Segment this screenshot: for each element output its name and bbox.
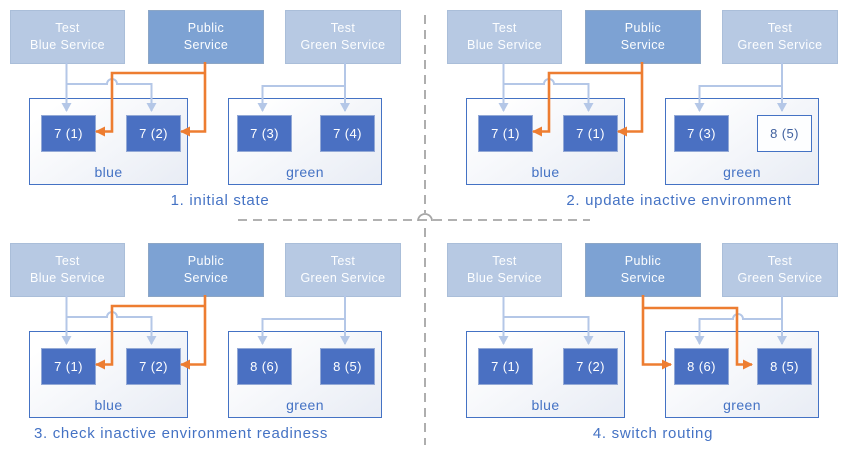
pod: 7 (1) <box>41 115 96 152</box>
environment-label: green <box>723 164 761 180</box>
pod: 7 (1) <box>41 348 96 385</box>
pod-label: 7 (3) <box>250 126 279 141</box>
pod-label: 7 (2) <box>576 359 605 374</box>
environment-label: green <box>286 164 324 180</box>
green-environment-box: 8 (6) 8 (5) green <box>228 331 382 418</box>
pod: 7 (2) <box>563 348 618 385</box>
service-label-line2: Blue Service <box>467 38 542 52</box>
service-label-line1: Test <box>492 21 517 36</box>
stage-panel-4: Test Blue Service Public Service Test Gr… <box>437 233 848 456</box>
pod: 7 (4) <box>320 115 375 152</box>
service-label-line1: Test <box>55 254 80 269</box>
pod-label: 7 (2) <box>139 126 168 141</box>
stage-caption: 4. switch routing <box>592 425 714 442</box>
pod-new-version: 8 (5) <box>757 115 812 152</box>
public-service-box: Public Service <box>148 243 264 297</box>
pod-label: 7 (1) <box>54 126 83 141</box>
pod: 7 (2) <box>126 348 181 385</box>
test-green-service-box: Test Green Service <box>285 243 401 297</box>
service-label-line1: Public <box>624 254 662 269</box>
service-label-line1: Test <box>330 21 356 36</box>
service-label-line1: Test <box>55 21 80 36</box>
pod: 8 (5) <box>757 348 812 385</box>
pod: 7 (3) <box>674 115 729 152</box>
pod: 7 (1) <box>478 115 533 152</box>
blue-environment-box: 7 (1) 7 (2) blue <box>29 331 188 418</box>
service-label-line1: Test <box>492 254 517 269</box>
service-label-line1: Public <box>187 254 225 269</box>
test-blue-service-box: Test Blue Service <box>447 243 562 297</box>
stage-caption: 2. update inactive environment <box>566 192 792 209</box>
public-service-box: Public Service <box>585 10 701 64</box>
green-environment-box: 8 (6) 8 (5) green <box>665 331 819 418</box>
pod: 8 (6) <box>237 348 292 385</box>
service-label-line1: Test <box>767 254 793 269</box>
green-environment-box: 7 (3) 7 (4) green <box>228 98 382 185</box>
blue-environment-box: 7 (1) 7 (2) blue <box>29 98 188 185</box>
service-label-line2: Service <box>620 38 666 52</box>
service-label-line2: Blue Service <box>467 271 542 285</box>
pod: 8 (5) <box>320 348 375 385</box>
pod: 8 (6) <box>674 348 729 385</box>
service-label-line2: Green Service <box>300 271 386 285</box>
service-label-line2: Green Service <box>300 38 386 52</box>
pod-label: 8 (5) <box>333 359 362 374</box>
service-label-line2: Green Service <box>737 38 823 52</box>
blue-environment-box: 7 (1) 7 (1) blue <box>466 98 625 185</box>
test-green-service-box: Test Green Service <box>722 243 838 297</box>
stage-caption: 3. check inactive environment readiness <box>33 425 329 442</box>
test-green-service-box: Test Green Service <box>722 10 838 64</box>
environment-label: blue <box>531 397 560 413</box>
service-label-line1: Public <box>624 21 662 36</box>
stage-panel-1: Test Blue Service Public Service Test Gr… <box>0 0 420 230</box>
pod: 7 (1) <box>563 115 618 152</box>
test-blue-service-box: Test Blue Service <box>10 243 125 297</box>
service-label-line2: Green Service <box>737 271 823 285</box>
public-service-box: Public Service <box>585 243 701 297</box>
test-blue-service-box: Test Blue Service <box>10 10 125 64</box>
pod: 7 (2) <box>126 115 181 152</box>
pod-label: 7 (1) <box>491 359 520 374</box>
pod-label: 8 (6) <box>250 359 279 374</box>
environment-label: blue <box>94 397 123 413</box>
pod-label: 8 (5) <box>770 359 799 374</box>
pod-label: 8 (6) <box>687 359 716 374</box>
divider-line-hop <box>417 213 433 222</box>
stage-caption: 1. initial state <box>170 192 270 209</box>
service-label-line2: Blue Service <box>30 38 105 52</box>
stage-panel-3: Test Blue Service Public Service Test Gr… <box>0 233 420 456</box>
environment-label: green <box>286 397 324 413</box>
pod-label: 7 (1) <box>576 126 605 141</box>
test-green-service-box: Test Green Service <box>285 10 401 64</box>
service-label-line2: Service <box>183 38 229 52</box>
pod-label: 8 (5) <box>770 126 799 141</box>
blue-environment-box: 7 (1) 7 (2) blue <box>466 331 625 418</box>
pod-label: 7 (2) <box>139 359 168 374</box>
service-label-line1: Test <box>767 21 793 36</box>
pod: 7 (3) <box>237 115 292 152</box>
pod-label: 7 (1) <box>54 359 83 374</box>
pod-label: 7 (3) <box>687 126 716 141</box>
service-label-line2: Blue Service <box>30 271 105 285</box>
service-label-line2: Service <box>620 271 666 285</box>
public-service-box: Public Service <box>148 10 264 64</box>
stage-panel-2: Test Blue Service Public Service Test Gr… <box>437 0 848 230</box>
pod-label: 7 (4) <box>333 126 362 141</box>
environment-label: blue <box>531 164 560 180</box>
pod: 7 (1) <box>478 348 533 385</box>
test-blue-service-box: Test Blue Service <box>447 10 562 64</box>
service-label-line1: Test <box>330 254 356 269</box>
environment-label: green <box>723 397 761 413</box>
green-environment-box: 7 (3) 8 (5) green <box>665 98 819 185</box>
pod-label: 7 (1) <box>491 126 520 141</box>
environment-label: blue <box>94 164 123 180</box>
service-label-line2: Service <box>183 271 229 285</box>
service-label-line1: Public <box>187 21 225 36</box>
